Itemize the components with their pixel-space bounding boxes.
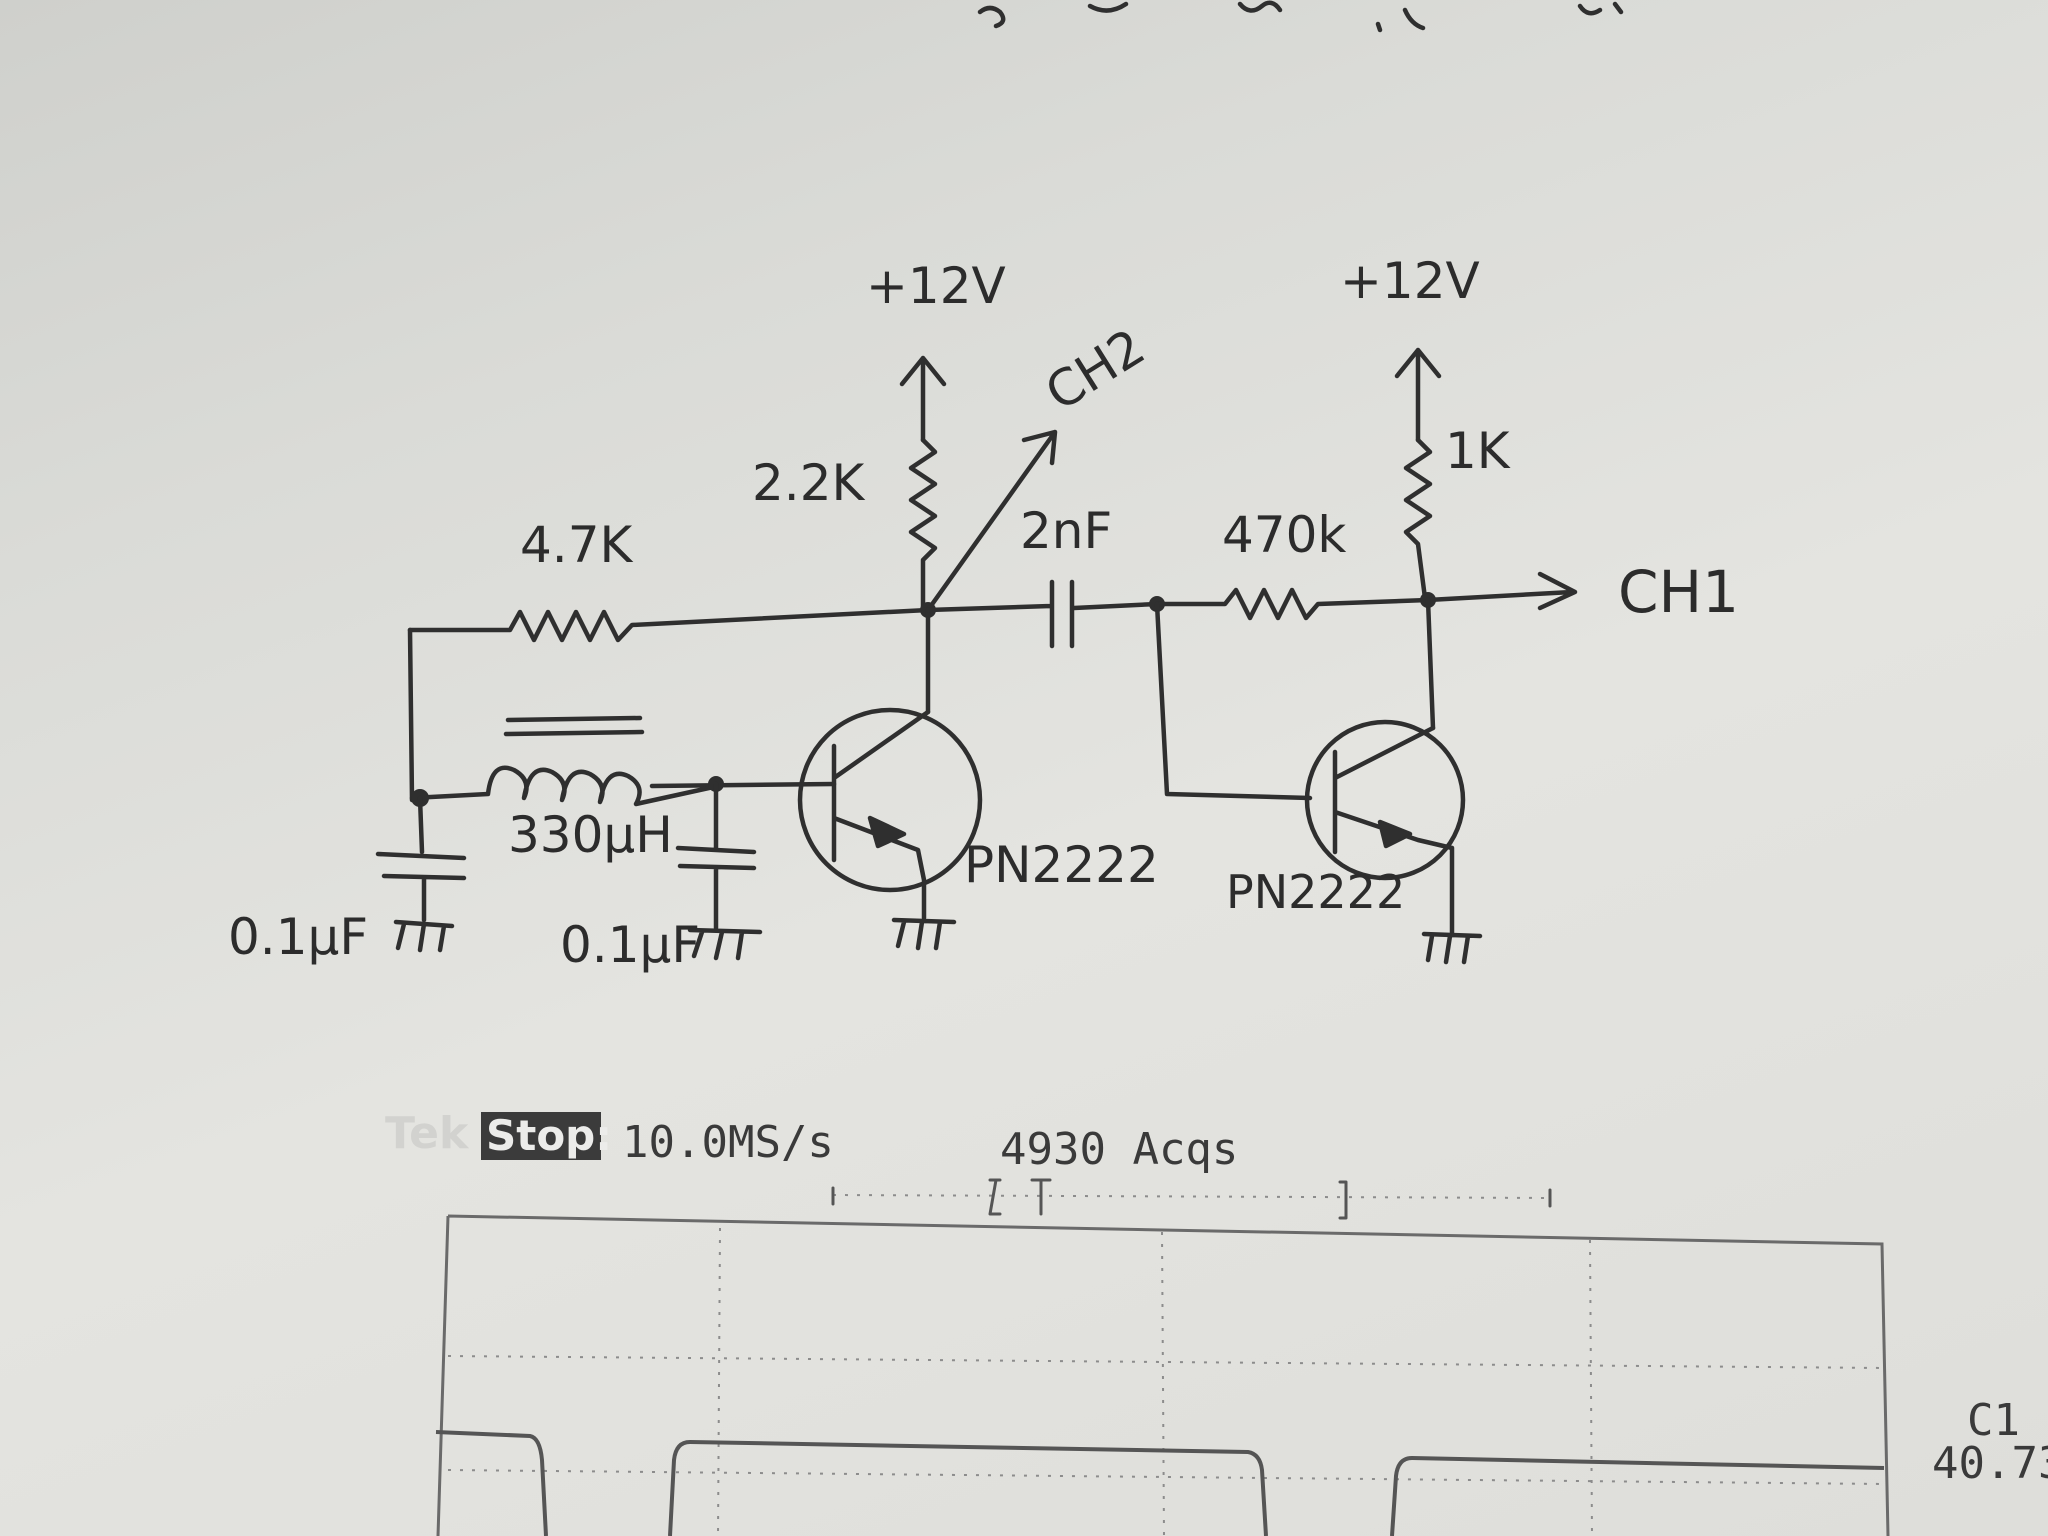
ground-left [393,919,455,953]
label-c-coupling: 2nF [1020,502,1112,560]
ch2-probe-arrow [925,429,1058,613]
cropped-handwriting-top [977,0,1624,33]
label-q2-part: PN2222 [1226,865,1405,919]
scope-trigger-bracket [831,1178,1552,1220]
label-c-filter-left: 0.1µF [228,908,368,966]
scope-sample-rate: 10.0MS/s [622,1117,834,1168]
scope-record-bar [832,1194,1551,1199]
scope-state: Stop: [486,1111,612,1160]
resistor-1k [1403,437,1433,601]
ground-q2 [1421,931,1483,965]
ground-right-cap [687,927,763,961]
capacitor-0-1uf-right [675,781,757,931]
resistor-4-7k [407,607,931,643]
label-ch2: CH2 [1036,318,1155,422]
scope-ch1-readout-value: 40.73 [1932,1438,2048,1489]
supply-arrow-q2 [1394,347,1442,443]
capacitor-0-1uf-left [375,795,467,923]
scope-graticule-frame [436,1214,1890,1536]
wire-q2-collector [1425,597,1436,731]
capacitor-2nf [925,579,1160,649]
label-ch1: CH1 [1618,558,1739,626]
transistor-q2 [1304,719,1466,938]
scope-stop-badge [481,1112,601,1160]
ground-q1 [891,917,957,951]
label-q1-part: PN2222 [964,836,1159,894]
oscillator-schematic: +12V +12V 4.7K 2.2K CH2 2nF 470k 1K CH1 … [228,252,1739,974]
wire-q2-base-loop [1154,601,1313,801]
scope-ch1-trace [435,1430,1885,1536]
inductor-core [503,715,645,737]
label-supply-q1: +12V [866,257,1006,315]
label-supply-q2: +12V [1340,252,1480,310]
scope-ch1-readout-label: C1 F [1967,1395,2048,1446]
ch1-output-arrow [1425,571,1578,611]
scope-graticule-dots [447,1227,1885,1536]
label-r-feedback: 4.7K [520,516,634,574]
inductor-330uh [409,765,721,807]
label-inductor: 330µH [508,806,673,864]
wire-feedback-left [407,627,415,803]
resistor-2-2k [908,437,938,611]
label-r-bias-q2: 470k [1222,506,1346,564]
wire-q1-base [649,781,837,789]
scope-brand: Tek [385,1108,470,1159]
oscilloscope-printout: Tek Stop: 10.0MS/s 4930 Acqs C1 F 40.73 [385,1108,2048,1536]
supply-arrow-q1 [899,355,947,443]
label-r-collector-q2: 1K [1445,422,1511,480]
transistor-q1 [797,707,983,921]
resistor-470k [1154,587,1431,621]
scope-acquisitions: 4930 Acqs [1000,1124,1238,1175]
label-c-filter-right: 0.1µF [560,916,700,974]
label-r-collector-q1: 2.2K [752,454,866,512]
